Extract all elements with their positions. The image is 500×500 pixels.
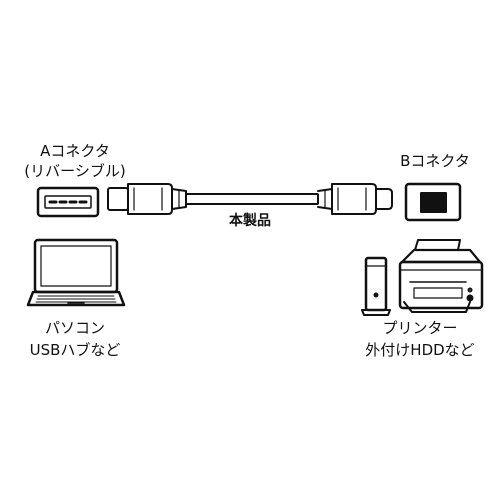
pc-label: パソコン — [44, 319, 105, 337]
printer-sub-label: 外付けHDDなど — [365, 341, 475, 359]
a-connector-note: (リバーシブル) — [24, 162, 126, 180]
product-label: 本製品 — [229, 213, 271, 229]
printer-icon — [398, 239, 484, 313]
usb-cable-icon — [107, 183, 393, 215]
usb-a-port-icon — [36, 186, 100, 218]
b-connector-label: Bコネクタ — [400, 152, 470, 170]
a-connector-label: Aコネクタ — [40, 142, 110, 160]
printer-label: プリンター — [382, 319, 458, 337]
laptop-icon — [26, 238, 126, 307]
pc-sub-label: USBハブなど — [29, 341, 121, 359]
external-hdd-icon — [361, 256, 391, 316]
usb-b-port-icon — [404, 182, 462, 222]
